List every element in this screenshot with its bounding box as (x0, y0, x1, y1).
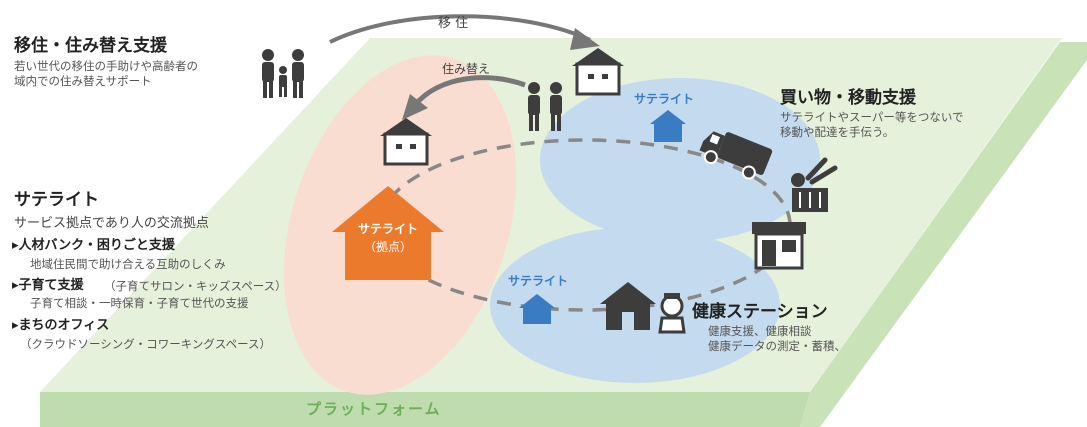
shopping-support-desc-1: サテライトやスーパー等をつないで (780, 110, 964, 124)
platform-label: プラットフォーム (306, 400, 442, 418)
grocery-basket-icon (791, 157, 838, 212)
service-item-note: （子育てサロン・キッズスペース） (104, 279, 287, 293)
shopping-support-title: 買い物・移動支援 (780, 88, 916, 108)
relocation-arrow-label: 移 住 (438, 16, 469, 31)
health-station-house-icon (600, 282, 656, 330)
service-item-title: ▸まちのオフィス (12, 318, 110, 333)
relocation-arrowhead (570, 28, 600, 50)
satellite-label-top: サテライト (634, 92, 695, 106)
service-item-desc: 地域住民間で助け合える互助のしくみ (30, 257, 226, 271)
satellite-house-icon-bottom (519, 294, 555, 324)
family-icon (262, 49, 304, 98)
nurse-icon (658, 293, 686, 334)
hub-label-line2: （拠点） (363, 240, 412, 254)
relocation-support-desc-2: 域内での住み替えサポート (14, 74, 152, 88)
service-item-title: ▸人材バンク・困りごと支援 (12, 238, 175, 253)
health-station-desc-2: 健康データの測定・蓄積、 (708, 339, 846, 353)
hub-satellite-house-icon (332, 186, 444, 280)
service-item-desc: 子育て相談・一時保育・子育て世代の支援 (30, 296, 249, 310)
rehousing-arrowhead (402, 94, 428, 120)
satellite-label-bottom: サテライト (508, 274, 569, 288)
shopping-zone (540, 78, 820, 242)
relocation-support-desc-1: 若い世代の移住の手助けや高齢者の (14, 59, 198, 73)
couple-icon (528, 82, 562, 131)
satellite-section-desc: サービス拠点であり人の交流拠点 (14, 216, 209, 231)
platform-side-right (800, 42, 1087, 427)
health-station-title: 健康ステーション (692, 302, 828, 322)
store-icon (752, 222, 806, 270)
rehousing-arrow (413, 75, 526, 107)
service-item-title: ▸子育て支援 (12, 278, 84, 293)
platform-side-bottom (40, 392, 810, 427)
relocation-support-title: 移住・住み替え支援 (14, 36, 167, 56)
satellite-section-title: サテライト (14, 190, 99, 210)
rehousing-arrow-label: 住み替え (442, 62, 491, 76)
hub-label-line1: サテライト (357, 222, 418, 236)
house-outline-icon-rehousing (380, 118, 432, 166)
satellite-house-icon-top (650, 110, 686, 142)
health-station-desc-1: 健康支援、健康相談 (708, 324, 812, 338)
relocation-arrow (329, 14, 591, 44)
house-outline-icon-destination (572, 48, 624, 96)
delivery-truck-icon (699, 131, 773, 180)
shopping-support-desc-2: 移動や配達を手伝う。 (780, 125, 895, 139)
service-item-desc: （クラウドソーシング・コワーキングスペース） (20, 337, 272, 351)
